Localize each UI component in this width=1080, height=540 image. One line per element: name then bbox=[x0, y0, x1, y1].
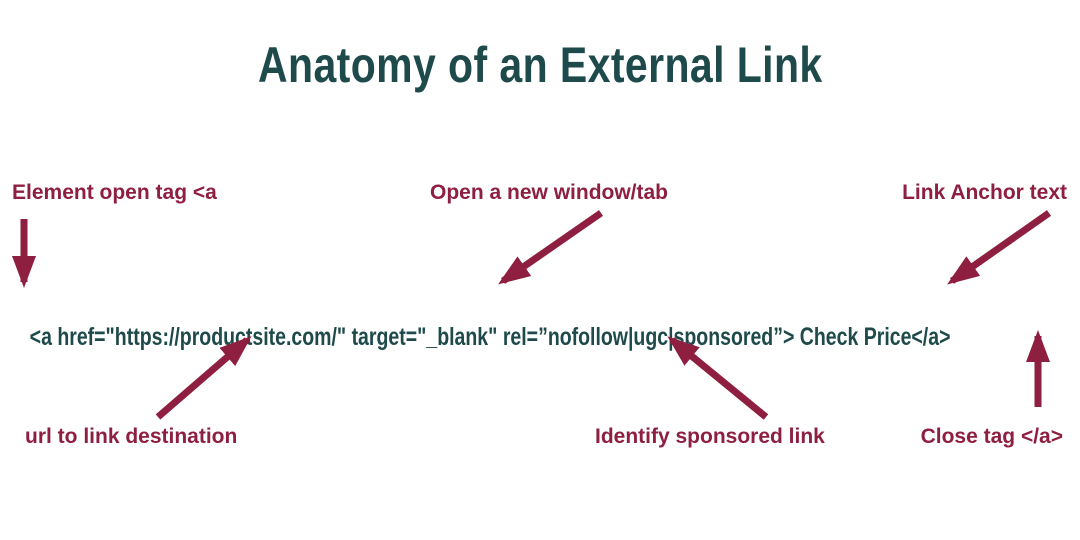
label-identify-sponsored: Identify sponsored link bbox=[595, 425, 825, 448]
arrow-new-window-icon bbox=[498, 210, 603, 285]
code-close-tag: </a> bbox=[911, 323, 951, 351]
page-title-text: Anatomy of an External Link bbox=[257, 37, 823, 93]
code-rel-attribute: rel=”nofollow|ugc|sponsored”> bbox=[502, 323, 800, 351]
label-link-anchor-text: Link Anchor text bbox=[902, 181, 1067, 204]
arrow-anchor-text-icon bbox=[947, 210, 1052, 285]
code-open-tag: <a bbox=[29, 323, 58, 351]
code-anchor-text: Check Price bbox=[799, 323, 912, 351]
label-element-open-tag: Element open tag <a bbox=[12, 181, 217, 204]
label-open-new-window: Open a new window/tab bbox=[430, 181, 669, 204]
page-title: Anatomy of an External Link bbox=[0, 36, 1080, 94]
code-line: <a href="https://productsite.com/" targe… bbox=[8, 292, 951, 382]
label-close-tag: Close tag </a> bbox=[920, 425, 1063, 448]
code-target-attribute: target="_blank" bbox=[351, 323, 503, 351]
label-url-destination: url to link destination bbox=[25, 425, 238, 448]
code-href-attribute: href="https://productsite.com/" bbox=[57, 323, 352, 351]
